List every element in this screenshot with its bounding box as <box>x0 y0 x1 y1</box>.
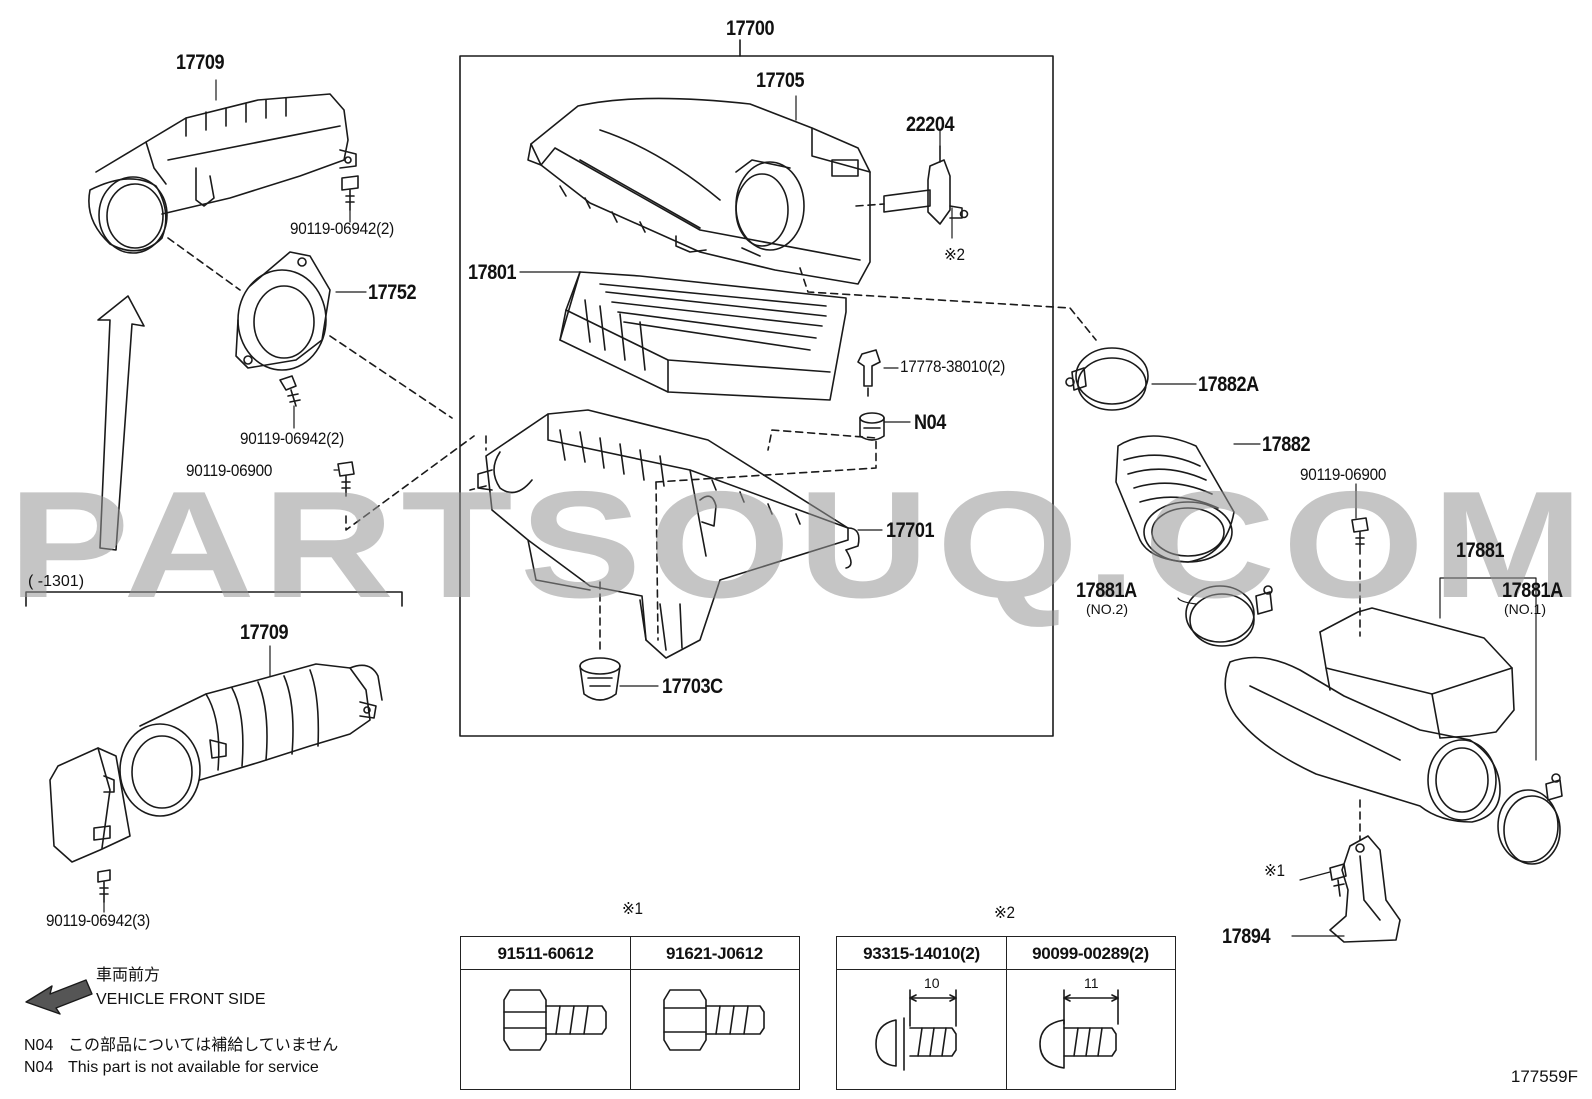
label-17709-lower[interactable]: 17709 <box>240 621 289 644</box>
label-17882[interactable]: 17882 <box>1262 433 1311 456</box>
note-2-text: This part is not available for service <box>68 1059 319 1076</box>
table1-col1-part[interactable]: 91511-60612 <box>497 944 594 963</box>
drain-plug-17703c <box>579 657 621 701</box>
label-17703c[interactable]: 17703C <box>662 675 723 698</box>
table2-bolt-93315 <box>875 989 957 1071</box>
diagram-reference: 177559F <box>1510 1067 1578 1086</box>
table2-bolt-90099 <box>1039 989 1119 1069</box>
bolt-90119-06900-left <box>337 461 355 497</box>
label-mark2-sensor: ※2 <box>944 245 965 264</box>
fastener-table-1: 91511-60612 91621-J0612 <box>460 936 800 1090</box>
resonator-17881 <box>1224 607 1515 823</box>
air-cleaner-cap <box>527 97 871 285</box>
direction-jp: 車両前方 <box>96 967 161 984</box>
table1-mark: ※1 <box>622 899 643 918</box>
label-17881a-no2-sub: (NO.2) <box>1086 601 1128 617</box>
label-17778-38010[interactable]: 17778-38010(2) <box>900 357 1006 376</box>
direction-en: VEHICLE FRONT SIDE <box>96 991 266 1008</box>
label-17752[interactable]: 17752 <box>368 281 417 304</box>
label-90119-06942-2b[interactable]: 90119-06942(2) <box>240 429 344 448</box>
label-17881a-no1[interactable]: 17881A <box>1502 579 1563 602</box>
adapter-17752 <box>235 251 331 371</box>
inlet-duct-upper <box>88 93 357 254</box>
grommet-N04 <box>859 412 885 441</box>
clamp-17881a-no2 <box>1185 585 1273 647</box>
fastener-table-2: 93315-14010(2) 90099-00289(2) <box>836 936 1176 1090</box>
clip-17778 <box>857 349 881 397</box>
label-22204[interactable]: 22204 <box>906 113 955 136</box>
range-note: ( -1301) <box>28 573 85 590</box>
table1-bolt-91511 <box>503 989 607 1051</box>
label-90119-06900-left[interactable]: 90119-06900 <box>186 461 273 480</box>
label-90119-06942-2a[interactable]: 90119-06942(2) <box>290 219 394 238</box>
direction-arrow-up <box>97 295 145 551</box>
label-17709-upper[interactable]: 17709 <box>176 51 225 74</box>
label-mark1-bracket: ※1 <box>1264 861 1285 880</box>
table2-col1-part[interactable]: 93315-14010(2) <box>863 944 980 963</box>
table2-col2-dim: 11 <box>1084 975 1099 991</box>
label-17881[interactable]: 17881 <box>1456 539 1505 562</box>
note-1-code: N04 <box>24 1037 54 1054</box>
label-90119-06900-right[interactable]: 90119-06900 <box>1300 465 1387 484</box>
label-17801[interactable]: 17801 <box>468 261 517 284</box>
label-17881a-no2[interactable]: 17881A <box>1076 579 1137 602</box>
leader-lines <box>103 79 1537 937</box>
label-17881a-no1-sub: (NO.1) <box>1504 601 1546 617</box>
label-17701[interactable]: 17701 <box>886 519 935 542</box>
bracket-17894 <box>1329 835 1401 943</box>
hose-17882 <box>1115 435 1235 563</box>
vehicle-front-arrow <box>25 979 93 1015</box>
label-90119-06942-3[interactable]: 90119-06942(3) <box>46 911 150 930</box>
assembly-frame-17700 <box>459 39 1054 737</box>
table1-bolt-91621 <box>663 989 765 1051</box>
label-17882a[interactable]: 17882A <box>1198 373 1259 396</box>
note-1-text: この部品については補給していません <box>68 1037 339 1054</box>
label-17894[interactable]: 17894 <box>1222 925 1271 948</box>
table2-col1-dim: 10 <box>924 975 940 991</box>
bolt-lower-duct <box>93 825 111 903</box>
table1-col2-part[interactable]: 91621-J0612 <box>666 944 763 963</box>
label-N04[interactable]: N04 <box>914 411 946 434</box>
bolt-mark1 <box>1329 863 1347 897</box>
bolt-adapter <box>279 375 301 407</box>
clamp-17882a <box>1065 347 1149 411</box>
inlet-duct-lower <box>49 663 383 863</box>
note-2-code: N04 <box>24 1059 54 1076</box>
filter-element <box>559 271 847 401</box>
air-flow-sensor <box>855 145 969 225</box>
table2-mark: ※2 <box>994 903 1015 922</box>
label-17700[interactable]: 17700 <box>726 17 775 40</box>
clamp-17881a-no1 <box>1497 773 1563 865</box>
bolt-90119-06900-right <box>1351 517 1369 637</box>
bolt-upper-duct <box>341 175 359 211</box>
table2-col2-part[interactable]: 90099-00289(2) <box>1032 944 1149 963</box>
air-cleaner-case <box>477 409 860 659</box>
label-17705[interactable]: 17705 <box>756 69 805 92</box>
